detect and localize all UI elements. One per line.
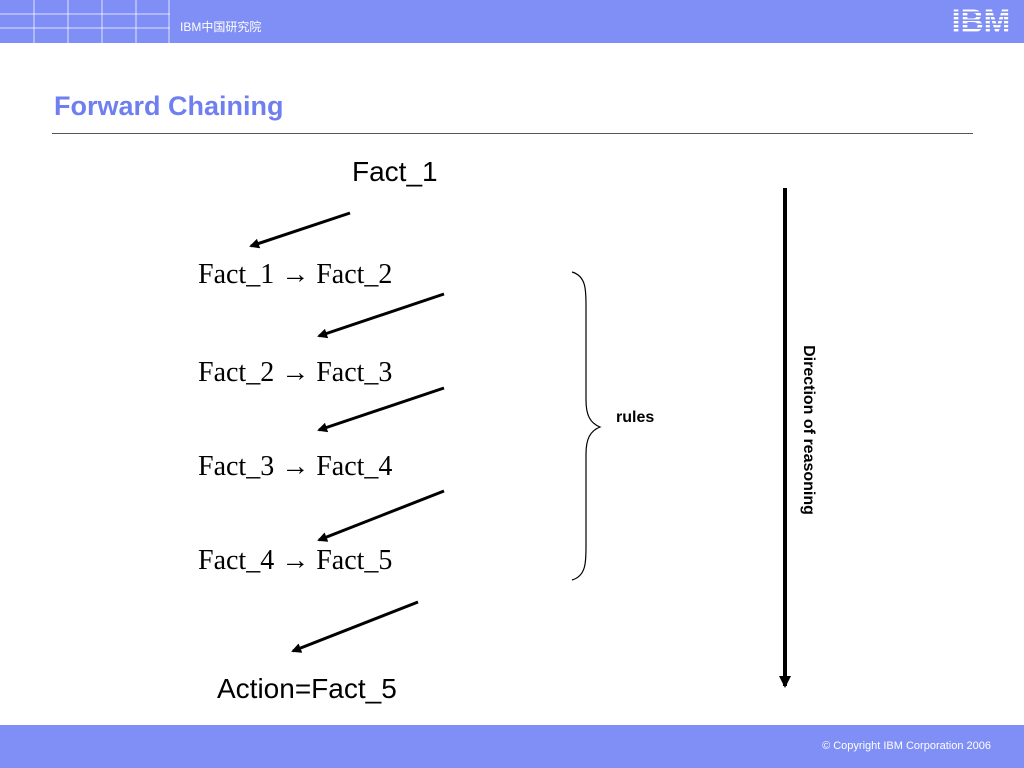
- start-fact: Fact_1: [352, 156, 438, 187]
- title-divider: [52, 133, 973, 134]
- flow-arrow-5: [291, 600, 419, 653]
- rule-2: Fact_2 → Fact_3: [198, 357, 392, 389]
- rule-1: Fact_1 → Fact_2: [198, 259, 392, 291]
- ibm-logo: IBM: [952, 5, 1011, 37]
- rule-3: Fact_3 → Fact_4: [198, 451, 392, 483]
- ibm-logo-text: IBM: [952, 5, 1011, 37]
- footer-copyright: © Copyright IBM Corporation 2006: [822, 740, 991, 752]
- slide-title: Forward Chaining: [54, 91, 284, 121]
- footer-bar: © Copyright IBM Corporation 2006: [0, 725, 1024, 768]
- rule-2-consequent: Fact_3: [316, 357, 393, 388]
- rule-2-antecedent: Fact_2: [198, 357, 275, 388]
- rule-3-antecedent: Fact_3: [198, 451, 275, 482]
- rule-3-consequent: Fact_4: [316, 451, 393, 482]
- implies-arrow-icon: →: [281, 545, 310, 576]
- header-bar: IBM中国研究院 IBM: [0, 0, 1024, 43]
- flow-arrow-4: [317, 489, 445, 542]
- implies-arrow-icon: →: [281, 451, 310, 482]
- flow-arrow-2: [317, 292, 445, 339]
- rule-4-consequent: Fact_5: [316, 545, 393, 576]
- header-org-label: IBM中国研究院: [180, 20, 262, 34]
- implies-arrow-icon: →: [281, 357, 310, 388]
- rule-4-antecedent: Fact_4: [198, 545, 275, 576]
- rule-4: Fact_4 → Fact_5: [198, 545, 392, 577]
- implies-arrow-icon: →: [281, 259, 310, 290]
- rules-label: rules: [616, 409, 655, 426]
- direction-label: Direction of reasoning: [800, 345, 817, 515]
- header-grid-decoration: [0, 0, 170, 43]
- rules-brace: [571, 271, 602, 581]
- rule-1-antecedent: Fact_1: [198, 259, 275, 290]
- flow-arrow-3: [317, 386, 445, 433]
- action-fact: Action=Fact_5: [217, 673, 397, 704]
- rule-1-consequent: Fact_2: [316, 259, 393, 290]
- flow-arrow-1: [249, 211, 351, 249]
